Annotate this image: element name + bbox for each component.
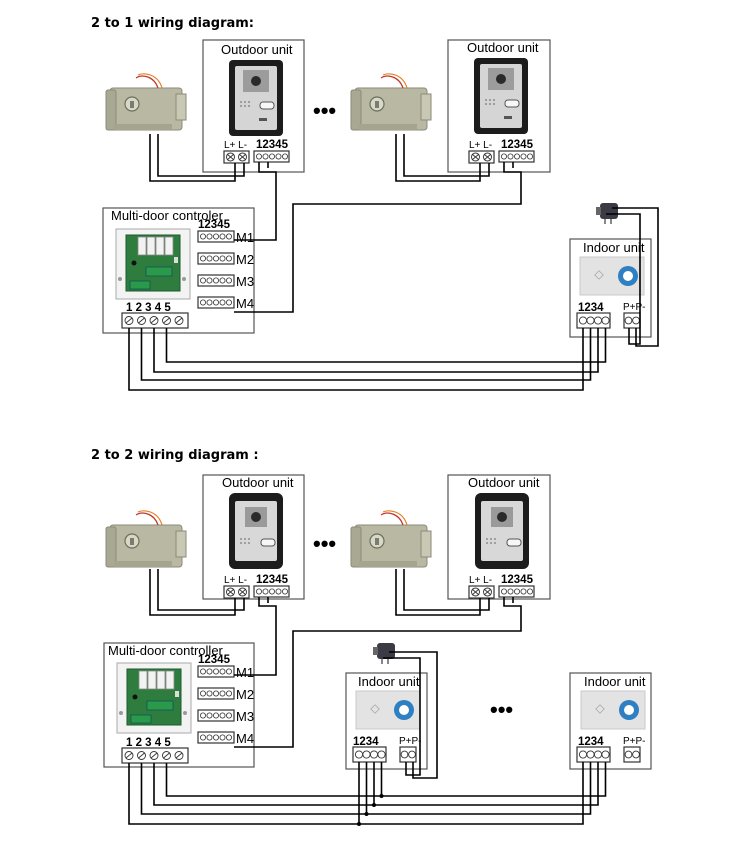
outdoor-terminal-label: 12345 [501, 139, 534, 151]
port-label-m3: M3 [236, 709, 254, 724]
multi-door-controller: Multi-door controller 12345 M1 M2 M3 [103, 642, 255, 768]
port-row-m3: M3 [197, 709, 254, 724]
indoor-terminal-label: 1234 [578, 302, 604, 314]
lock-terminal-label: L+ L- [469, 140, 492, 151]
controller-label: Multi-door controller [108, 643, 224, 658]
port-label-m1: M1 [236, 665, 254, 680]
wires-diagram-2 [128, 569, 607, 826]
outdoor-panel-icon [473, 57, 529, 135]
port-row-m2: M2 [197, 687, 254, 702]
lock-terminal-label: L+ L- [224, 575, 247, 586]
diagram-2-to-2: 2 to 2 wiring diagram : Outdoor unit L+ … [91, 448, 652, 826]
port-label-m2: M2 [236, 252, 254, 267]
controller-board-icon [115, 228, 191, 300]
outdoor-unit-label: Outdoor unit [221, 42, 293, 57]
indoor-terminal-label: 1234 [578, 736, 604, 748]
port-row-m2: M2 [197, 252, 254, 267]
power-terminal-label: P+P- [399, 736, 422, 747]
multi-door-controller: Multi-door controler 12345 M1 M2 M3 [102, 207, 255, 334]
outdoor-panel-icon [228, 492, 284, 570]
door-lock-icon [105, 73, 187, 131]
indoor-monitor-icon [580, 690, 646, 730]
outdoor-unit-2: Outdoor unit L+ L- 12345 [447, 39, 551, 173]
port-label-m2: M2 [236, 687, 254, 702]
outdoor-unit-1: Outdoor unit L+ L- 12345 [202, 39, 305, 173]
indoor-unit-label: Indoor unit [583, 240, 645, 255]
door-lock-icon [350, 510, 432, 568]
port-label-m3: M3 [236, 274, 254, 289]
ellipsis-dots: ••• [313, 531, 336, 556]
indoor-monitor-icon [355, 690, 421, 730]
outdoor-unit-1: Outdoor unit L+ L- 12345 [202, 474, 305, 600]
outdoor-terminal-label: 12345 [256, 139, 289, 151]
diagram-1-title: 2 to 1 wiring diagram: [91, 16, 254, 31]
controller-bottom-label: 1 2 3 4 5 [126, 302, 171, 314]
outdoor-panel-icon [474, 492, 530, 570]
power-terminal-label: P+P- [623, 302, 646, 313]
wires-diagram-1 [128, 134, 659, 391]
indoor-unit: Indoor unit 1234 P+P- [569, 238, 652, 338]
controller-board-icon [116, 662, 192, 734]
port-row-m1: M1 [197, 230, 254, 245]
indoor-unit-2: Indoor unit 1234 P+P- [569, 672, 652, 770]
diagram-2-to-1: 2 to 1 wiring diagram: Outdoor unit L+ L… [91, 16, 659, 391]
outdoor-panel-icon [228, 59, 284, 137]
lock-terminal-label: L+ L- [224, 140, 247, 151]
door-lock-icon [350, 73, 432, 131]
port-row-m4: M4 [197, 296, 254, 311]
port-label-m4: M4 [236, 731, 254, 746]
power-adapter-icon [373, 643, 395, 664]
lock-terminal-label: L+ L- [469, 575, 492, 586]
diagram-2-title: 2 to 2 wiring diagram : [91, 448, 259, 463]
indoor-unit-label: Indoor unit [358, 674, 420, 689]
power-terminal-label: P+P- [623, 736, 646, 747]
indoor-monitor-icon [579, 256, 645, 296]
indoor-terminal-label: 1234 [353, 736, 379, 748]
indoor-unit-1: Indoor unit 1234 P+P- [345, 672, 428, 770]
outdoor-unit-label: Outdoor unit [467, 40, 539, 55]
controller-port-header: 12345 [198, 219, 231, 231]
controller-label: Multi-door controler [111, 208, 224, 223]
port-row-m3: M3 [197, 274, 254, 289]
outdoor-unit-label: Outdoor unit [222, 475, 294, 490]
indoor-unit-label: Indoor unit [584, 674, 646, 689]
controller-port-header: 12345 [198, 654, 231, 666]
port-label-m4: M4 [236, 296, 254, 311]
port-row-m4: M4 [197, 731, 254, 746]
ellipsis-dots: ••• [313, 98, 336, 123]
outdoor-terminal-label: 12345 [501, 574, 534, 586]
port-label-m1: M1 [236, 230, 254, 245]
door-lock-icon [105, 510, 187, 568]
outdoor-unit-2: Outdoor unit L+ L- 12345 [447, 474, 551, 600]
outdoor-terminal-label: 12345 [256, 574, 289, 586]
controller-bottom-label: 1 2 3 4 5 [126, 737, 171, 749]
outdoor-unit-label: Outdoor unit [468, 475, 540, 490]
port-row-m1: M1 [197, 665, 254, 680]
ellipsis-dots: ••• [490, 697, 513, 722]
